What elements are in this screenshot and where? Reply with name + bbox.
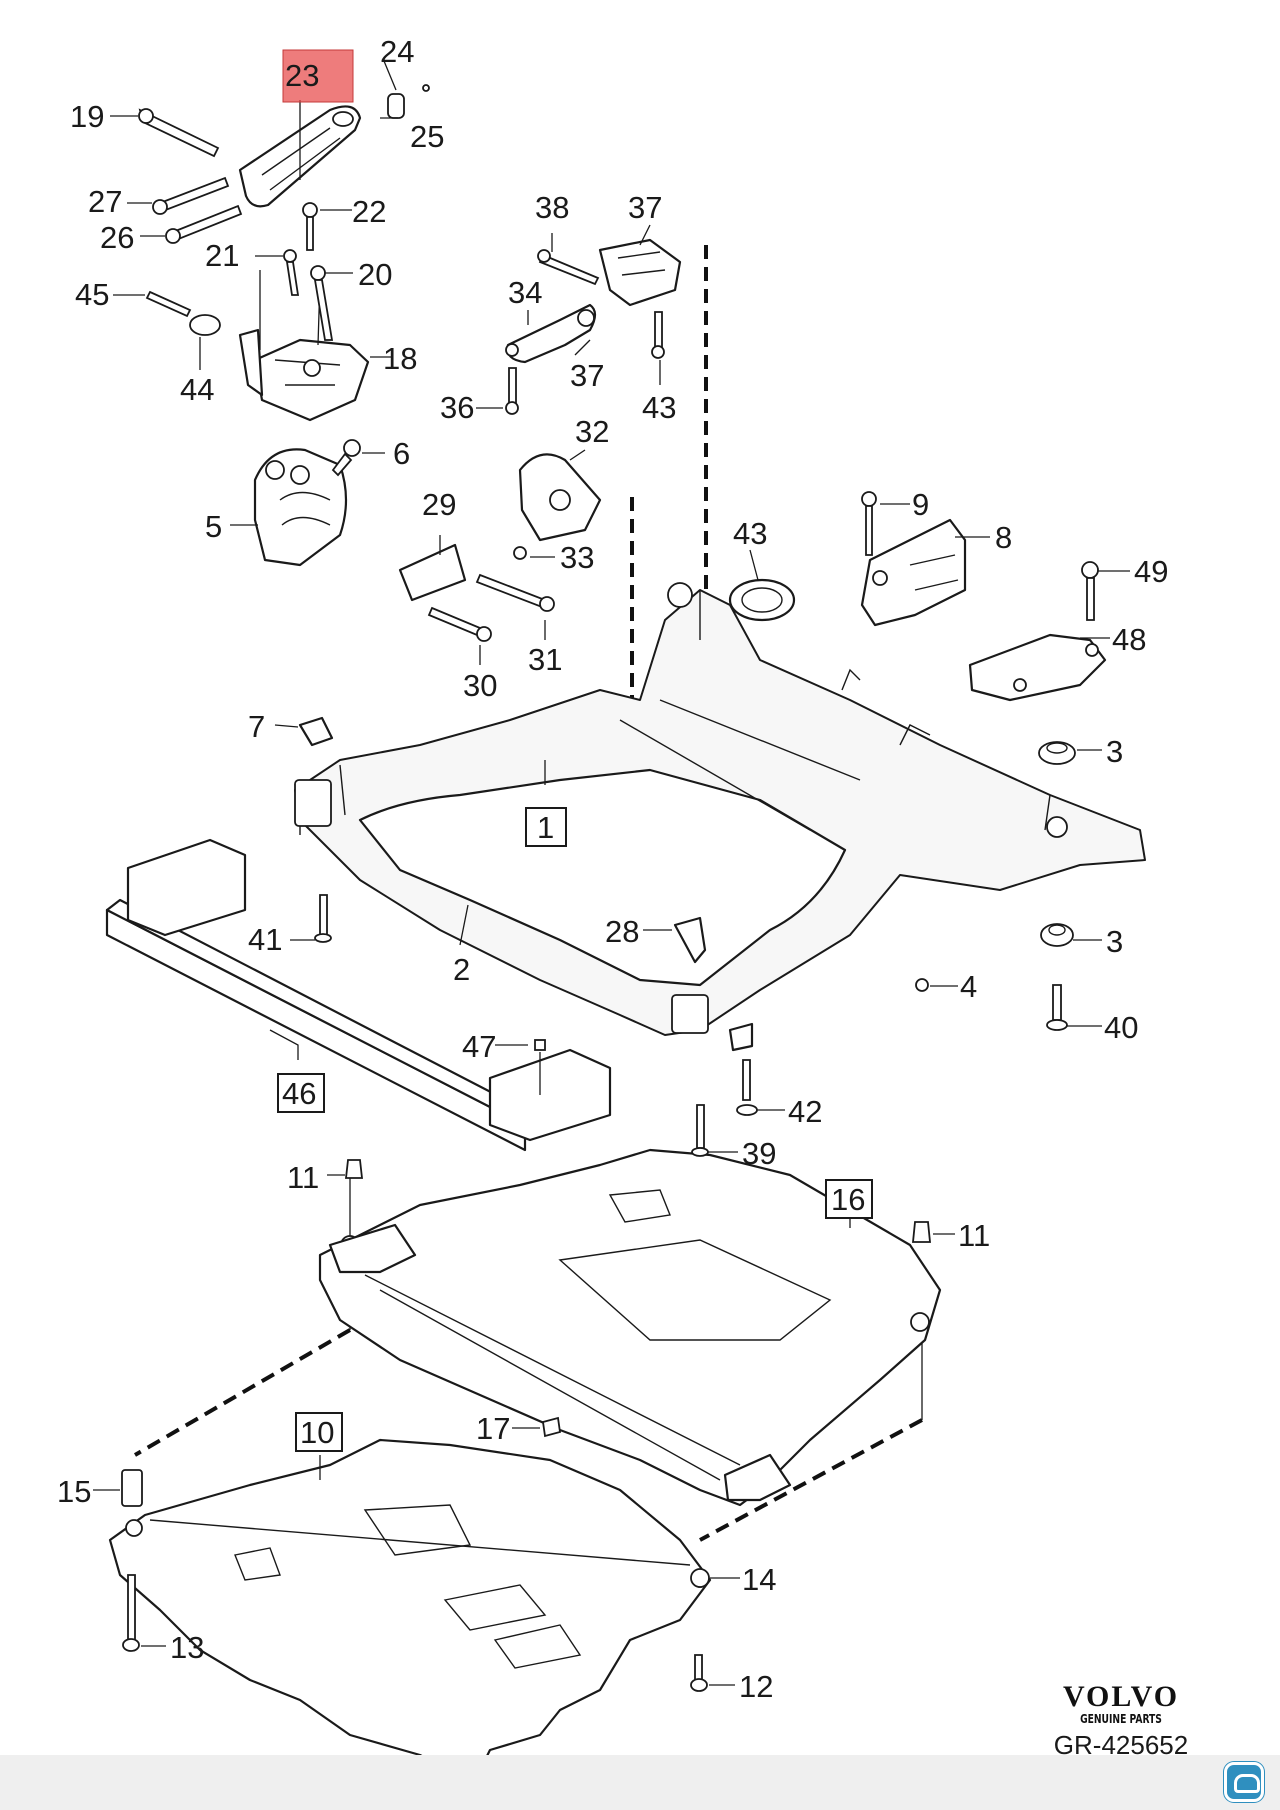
callout-39: 39: [742, 1136, 776, 1171]
right-mount: [860, 518, 967, 627]
callout-49: 49: [1134, 554, 1168, 589]
callout-5: 5: [205, 509, 222, 544]
transmission-mount: [505, 238, 682, 364]
callout-27: 27: [88, 184, 122, 219]
callout-15: 15: [57, 1474, 91, 1509]
callout-32: 32: [575, 414, 609, 449]
callout-14: 14: [742, 1562, 776, 1597]
callout-25: 25: [410, 119, 444, 154]
highlight-box: [283, 50, 353, 102]
callout-33: 33: [560, 540, 594, 575]
callout-31: 31: [528, 642, 562, 677]
callout-8: 8: [995, 520, 1012, 555]
callout-10: 10: [300, 1415, 334, 1450]
callout-34: 34: [508, 275, 542, 310]
under-shield-lower: [108, 1438, 712, 1774]
support-brackets: [398, 453, 602, 602]
callout-4: 4: [960, 969, 977, 1004]
callout-28: 28: [605, 914, 639, 949]
callout-11-left: 11: [287, 1160, 319, 1195]
callout-6: 6: [393, 436, 410, 471]
callout-20: 20: [358, 257, 392, 292]
callout-37-lower: 37: [570, 358, 604, 393]
callout-1: 1: [537, 810, 554, 845]
callout-45: 45: [75, 277, 109, 312]
callout-22: 22: [352, 194, 386, 229]
callout-21: 21: [205, 238, 239, 273]
volvo-logo: VOLVO: [1062, 1680, 1180, 1713]
callout-7: 7: [248, 709, 265, 744]
chat-car-icon[interactable]: [1224, 1762, 1264, 1802]
callout-box-23: [282, 49, 354, 103]
callout-24: 24: [380, 34, 414, 69]
callout-9: 9: [912, 487, 929, 522]
callout-numbers: 23 24 25 19 27 26 22 21 20 45 18 44 6 5 …: [57, 34, 1168, 1704]
callout-17: 17: [476, 1411, 510, 1446]
callout-16: 16: [831, 1182, 865, 1217]
callout-43-upper: 43: [642, 390, 676, 425]
callout-18: 18: [383, 341, 417, 376]
under-shield-upper: [318, 1148, 942, 1507]
callout-41: 41: [248, 922, 282, 957]
callout-19: 19: [70, 99, 104, 134]
callout-3-lower: 3: [1106, 924, 1123, 959]
torque-rod: [238, 84, 430, 208]
callout-36: 36: [440, 390, 474, 425]
callout-40: 40: [1104, 1010, 1138, 1045]
boxed-callouts: [277, 807, 873, 1452]
callout-2: 2: [453, 952, 470, 987]
mount-cover: [728, 578, 796, 622]
brand-tagline: GENUINE PARTS: [1080, 1712, 1162, 1726]
callout-37-upper: 37: [628, 190, 662, 225]
callout-38: 38: [535, 190, 569, 225]
callout-11-right: 11: [958, 1218, 990, 1253]
engine-mount-bracket: [189, 270, 370, 422]
bottom-bar: [0, 1755, 1280, 1810]
callout-47: 47: [462, 1029, 496, 1064]
front-crossmember: [105, 838, 612, 1152]
callout-48: 48: [1112, 622, 1146, 657]
callout-46: 46: [282, 1076, 316, 1111]
callout-23: 23: [285, 58, 319, 93]
callout-3-upper: 3: [1106, 734, 1123, 769]
rear-bracket: [968, 633, 1107, 702]
callout-43-lower: 43: [733, 516, 767, 551]
engine-mount: [253, 448, 348, 567]
callout-12: 12: [739, 1669, 773, 1704]
leader-lines: [93, 60, 1130, 1686]
callout-30: 30: [463, 668, 497, 703]
callout-42: 42: [788, 1094, 822, 1129]
callout-26: 26: [100, 220, 134, 255]
callout-13: 13: [170, 1630, 204, 1665]
callout-29: 29: [422, 487, 456, 522]
fasteners: [122, 108, 1099, 1692]
subframe: [294, 582, 1146, 1036]
callout-44: 44: [180, 372, 214, 407]
